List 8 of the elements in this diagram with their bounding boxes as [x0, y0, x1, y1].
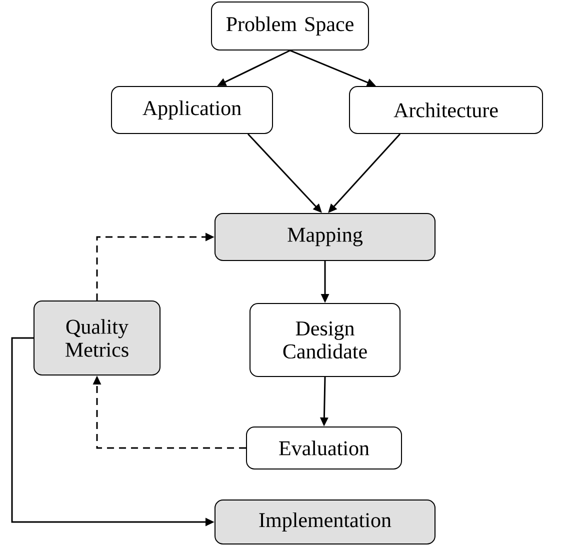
process-box: Problem Space [211, 2, 369, 50]
process-box: Implementation [214, 500, 436, 544]
process-box: Quality Metrics [34, 300, 160, 376]
process-box: Evaluation [246, 426, 402, 470]
process-box: Mapping [214, 213, 436, 261]
process-box: Architecture [349, 86, 543, 134]
process-box: Application [111, 86, 273, 134]
process-box: Design Candidate [250, 303, 400, 377]
